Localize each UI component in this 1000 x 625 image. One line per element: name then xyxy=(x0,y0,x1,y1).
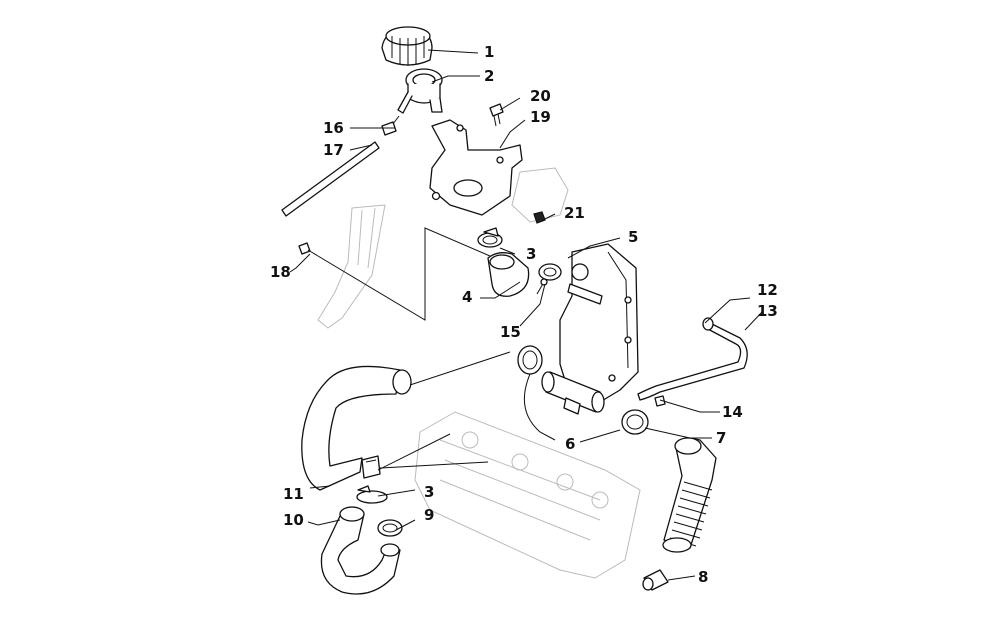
hose-clamp-9 xyxy=(377,519,403,537)
elbow-hose xyxy=(487,252,530,297)
filler-cap xyxy=(381,26,433,66)
callout-labels: 1 2 20 19 16 17 21 5 3 18 4 12 13 15 14 … xyxy=(270,43,778,586)
hose-clamp-upper xyxy=(477,227,503,248)
callout-16: 16 xyxy=(323,119,344,137)
callout-11: 11 xyxy=(283,485,304,503)
callout-7: 7 xyxy=(716,429,726,447)
engine-block-outline xyxy=(414,411,641,579)
hose-clamp-lower xyxy=(356,485,388,504)
callout-5: 5 xyxy=(628,228,638,246)
clamp-12 xyxy=(702,317,714,331)
hose-clamp-6b xyxy=(621,409,649,435)
callout-19: 19 xyxy=(530,108,551,126)
hose-clamp-6a xyxy=(517,345,543,375)
callout-8: 8 xyxy=(698,568,708,586)
lower-coolant-hose xyxy=(320,506,401,595)
leader-lines xyxy=(289,49,763,581)
callout-18: 18 xyxy=(270,263,291,281)
vent-hose xyxy=(281,141,380,217)
screw-18 xyxy=(298,242,319,257)
callout-10: 10 xyxy=(283,511,304,529)
tee-fitting xyxy=(541,371,605,415)
clip-14 xyxy=(654,395,666,407)
callout-6: 6 xyxy=(565,435,575,453)
callout-13: 13 xyxy=(757,302,778,320)
callout-20: 20 xyxy=(530,87,551,105)
filler-neck xyxy=(397,68,443,114)
callout-14: 14 xyxy=(722,403,743,421)
hose-fitting xyxy=(381,115,400,136)
callout-17: 17 xyxy=(323,141,344,159)
bolt-20 xyxy=(489,103,504,127)
mounting-bracket xyxy=(429,119,523,216)
coolant-tank xyxy=(559,243,639,403)
corrugated-hose xyxy=(662,437,717,553)
screw-15 xyxy=(536,278,548,295)
bracket-support-outline xyxy=(511,167,569,223)
overflow-hose xyxy=(637,321,748,401)
upper-coolant-hose xyxy=(301,365,412,491)
hose-end xyxy=(642,569,669,591)
callout-2: 2 xyxy=(484,67,494,85)
callout-12: 12 xyxy=(757,281,778,299)
hose-clamp-mid xyxy=(538,263,562,281)
callout-21: 21 xyxy=(564,204,585,222)
callout-9: 9 xyxy=(424,506,434,524)
frame-bracket-outline xyxy=(317,204,386,329)
callout-4: 4 xyxy=(462,288,472,306)
callout-1: 1 xyxy=(484,43,494,61)
callout-3-lower: 3 xyxy=(424,483,434,501)
callout-15: 15 xyxy=(500,323,521,341)
nut-21 xyxy=(533,211,546,224)
callout-3-upper: 3 xyxy=(526,245,536,263)
hose-clamp-lower-left xyxy=(361,455,381,479)
